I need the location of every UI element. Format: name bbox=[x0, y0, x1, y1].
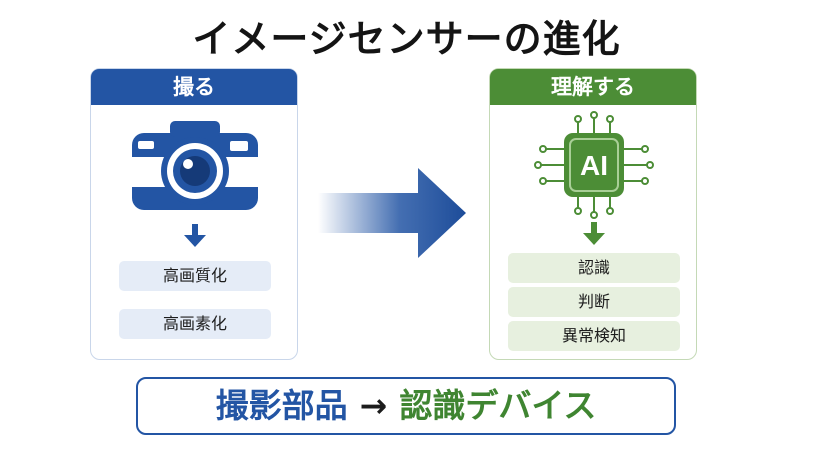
summary-banner: 撮影部品 → 認識デバイス bbox=[136, 377, 676, 435]
diagram-title: イメージセンサーの進化 bbox=[192, 17, 621, 61]
summary-from-text: 撮影部品 bbox=[215, 386, 348, 425]
camera-icon bbox=[132, 121, 258, 210]
right-arrow-icon bbox=[318, 168, 466, 258]
summary-to-text: 認識デバイス bbox=[399, 386, 597, 425]
list-item: 判断 bbox=[508, 287, 680, 317]
capture-panel: 撮る 高画質化 高画素化 bbox=[90, 68, 298, 360]
down-arrow-icon bbox=[184, 224, 206, 247]
ai-chip-icon: AI bbox=[534, 111, 654, 219]
list-item: 異常検知 bbox=[508, 321, 680, 351]
capture-panel-header: 撮る bbox=[91, 69, 297, 105]
understand-panel: 理解する AI 認識 判断 異常検知 bbox=[489, 68, 697, 360]
list-item: 高画素化 bbox=[119, 309, 271, 339]
understand-panel-header: 理解する bbox=[490, 69, 696, 105]
ai-chip-label: AI bbox=[580, 150, 608, 181]
summary-arrow: → bbox=[359, 386, 388, 425]
list-item: 認識 bbox=[508, 253, 680, 283]
list-item: 高画質化 bbox=[119, 261, 271, 291]
down-arrow-icon bbox=[583, 222, 605, 245]
